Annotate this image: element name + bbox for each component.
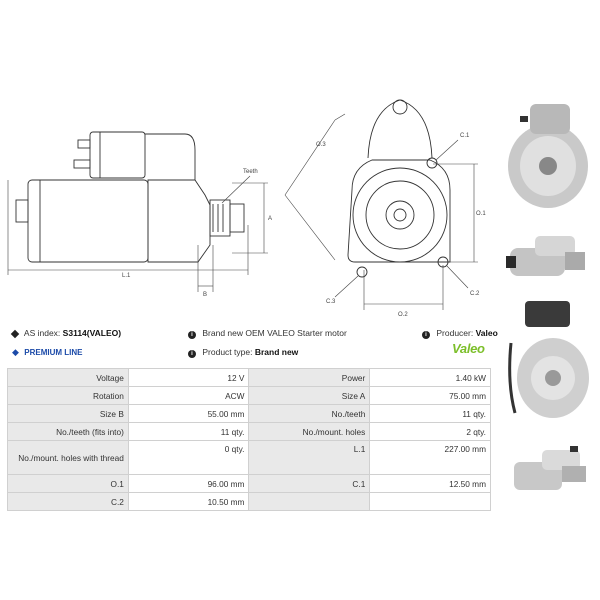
- label-c3: C.3: [326, 299, 336, 305]
- table-row: C.2 10.50 mm: [7, 492, 491, 511]
- spec-value: 0 qty.: [127, 440, 250, 475]
- premium-line-label: PREMIUM LINE: [24, 348, 83, 357]
- label-teeth: Teeth: [243, 169, 258, 175]
- spec-label: L.1: [248, 440, 371, 475]
- product-photo-rear: [508, 301, 589, 418]
- spec-label: O.1: [7, 474, 129, 493]
- info-icon: i: [188, 350, 196, 358]
- spec-value: 12.50 mm: [369, 474, 491, 493]
- description-text: Brand new OEM VALEO Starter motor: [202, 328, 347, 338]
- spec-label: C.1: [248, 474, 371, 493]
- spec-value: 55.00 mm: [127, 404, 250, 423]
- label-c2: C.2: [470, 291, 480, 297]
- info-icon: i: [422, 331, 430, 339]
- product-type-label: Product type:: [202, 347, 253, 357]
- label-o3: O.3: [316, 142, 326, 148]
- product-photo-side: [506, 236, 585, 276]
- table-row: Rotation ACW Size A 75.00 mm: [7, 386, 491, 405]
- label-l1: L.1: [122, 273, 131, 279]
- spec-label: [248, 492, 371, 511]
- tag-icon: [10, 329, 20, 339]
- producer-label: Producer:: [436, 328, 474, 338]
- spec-label: Rotation: [7, 386, 129, 405]
- as-index: AS index: S3114(VALEO): [10, 328, 122, 339]
- premium-line-badge: ◆ PREMIUM LINE: [12, 347, 83, 358]
- table-row: No./teeth (fits into) 11 qty. No./mount.…: [7, 422, 491, 441]
- product-photo-side-2: [514, 446, 586, 490]
- spec-label: Size A: [248, 386, 371, 405]
- label-c1: C.1: [460, 133, 470, 139]
- producer: i Producer: Valeo: [422, 328, 498, 339]
- spec-label: No./mount. holes with thread: [7, 440, 129, 475]
- spec-value: 11 qty.: [127, 422, 250, 441]
- spec-value: 227.00 mm: [369, 440, 491, 475]
- label-a: A: [268, 216, 272, 222]
- spec-label: No./teeth: [248, 404, 371, 423]
- spec-value: [369, 492, 491, 511]
- table-row: O.1 96.00 mm C.1 12.50 mm: [7, 474, 491, 493]
- product-type-value: Brand new: [254, 347, 299, 357]
- producer-value: Valeo: [475, 328, 498, 338]
- valeo-logo: Valeo: [452, 341, 485, 356]
- specs-table: Voltage 12 V Power 1.40 kW Rotation ACW …: [7, 368, 491, 511]
- spec-value: 11 qty.: [369, 404, 491, 423]
- technical-drawing: Teeth A B L.1 O.3 C.1 O.1 C.2 C.3 O.2: [7, 99, 486, 318]
- spec-label: No./teeth (fits into): [7, 422, 129, 441]
- table-row: Size B 55.00 mm No./teeth 11 qty.: [7, 404, 491, 423]
- spec-label: No./mount. holes: [248, 422, 371, 441]
- product-photo-front: [508, 104, 588, 208]
- spec-value: 2 qty.: [369, 422, 491, 441]
- spec-value: 12 V: [127, 368, 250, 387]
- spec-label: Power: [248, 368, 371, 387]
- label-b: B: [203, 292, 207, 298]
- as-index-label: AS index:: [23, 328, 61, 338]
- table-row: Voltage 12 V Power 1.40 kW: [7, 368, 491, 387]
- label-o2: O.2: [398, 312, 408, 318]
- spec-label: C.2: [7, 492, 129, 511]
- spec-value: 96.00 mm: [127, 474, 250, 493]
- spec-value: 1.40 kW: [369, 368, 491, 387]
- spec-value: 10.50 mm: [127, 492, 250, 511]
- description: i Brand new OEM VALEO Starter motor: [188, 328, 347, 339]
- label-o1: O.1: [476, 211, 486, 217]
- info-icon: i: [188, 331, 196, 339]
- spec-value: ACW: [127, 386, 250, 405]
- table-row: No./mount. holes with thread 0 qty. L.1 …: [7, 440, 491, 475]
- spec-label: Size B: [7, 404, 129, 423]
- product-type: i Product type: Brand new: [188, 347, 298, 358]
- as-index-value: S3114(VALEO): [62, 328, 122, 338]
- diamond-icon: ◆: [12, 347, 19, 357]
- spec-value: 75.00 mm: [369, 386, 491, 405]
- spec-label: Voltage: [7, 368, 129, 387]
